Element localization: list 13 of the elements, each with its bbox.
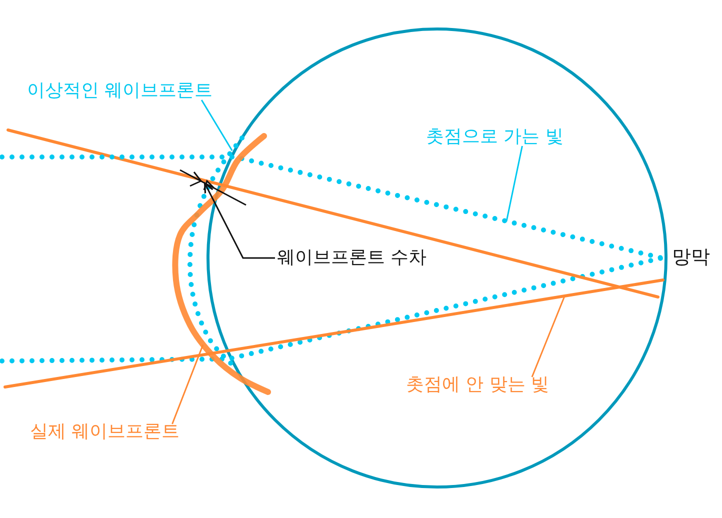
leader-line — [506, 146, 523, 222]
leader-line — [531, 296, 566, 378]
callout-label: 실제 웨이브프론트 — [30, 421, 180, 443]
leader-line — [200, 100, 233, 151]
leader-line — [172, 344, 204, 424]
callout-label: 웨이브프론트 수차 — [277, 247, 427, 269]
leader-line — [204, 182, 275, 259]
callout-label: 촛점에 안 맞는 빛 — [406, 374, 550, 396]
retina-label: 망막 — [672, 246, 710, 268]
callout-label: 촛점으로 가는 빛 — [426, 126, 564, 148]
dimension-line — [180, 169, 246, 206]
callout-label: 이상적인 웨이브프론트 — [27, 80, 213, 102]
actual-wavefront — [172, 133, 271, 395]
